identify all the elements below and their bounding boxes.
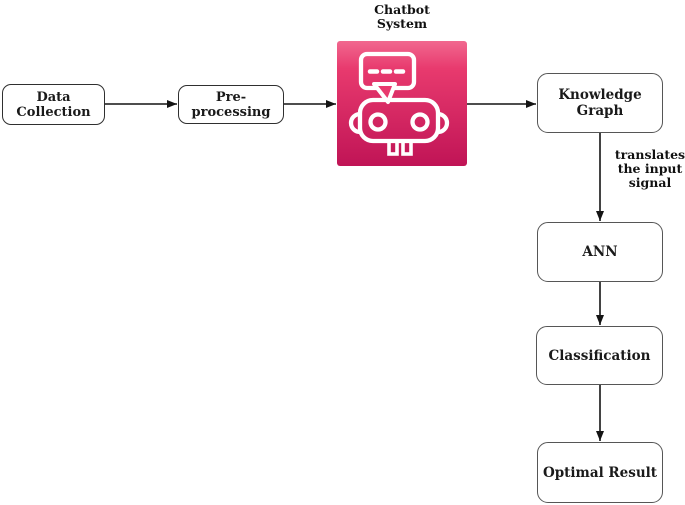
node-optimal-result-label: Optimal Result: [542, 464, 657, 481]
node-ann-label: ANN: [582, 244, 618, 260]
node-knowledge-graph: Knowledge Graph: [537, 73, 663, 133]
edge-annotation-translates: translates the input signal: [614, 147, 685, 190]
node-ann: ANN: [537, 222, 663, 282]
node-data-collection-label: Data Collection: [16, 89, 91, 120]
node-classification: Classification: [536, 326, 663, 385]
node-knowledge-graph-label: Knowledge Graph: [558, 87, 642, 119]
chatbot-system-title: Chatbot System: [374, 2, 430, 31]
node-optimal-result: Optimal Result: [537, 442, 663, 503]
chatbot-robot-icon: [348, 51, 450, 156]
node-data-collection: Data Collection: [2, 84, 105, 125]
node-pre-processing: Pre-processing: [178, 85, 284, 124]
node-pre-processing-label: Pre-processing: [191, 89, 271, 120]
chatbot-system-node: [337, 41, 467, 166]
node-classification-label: Classification: [548, 347, 651, 364]
